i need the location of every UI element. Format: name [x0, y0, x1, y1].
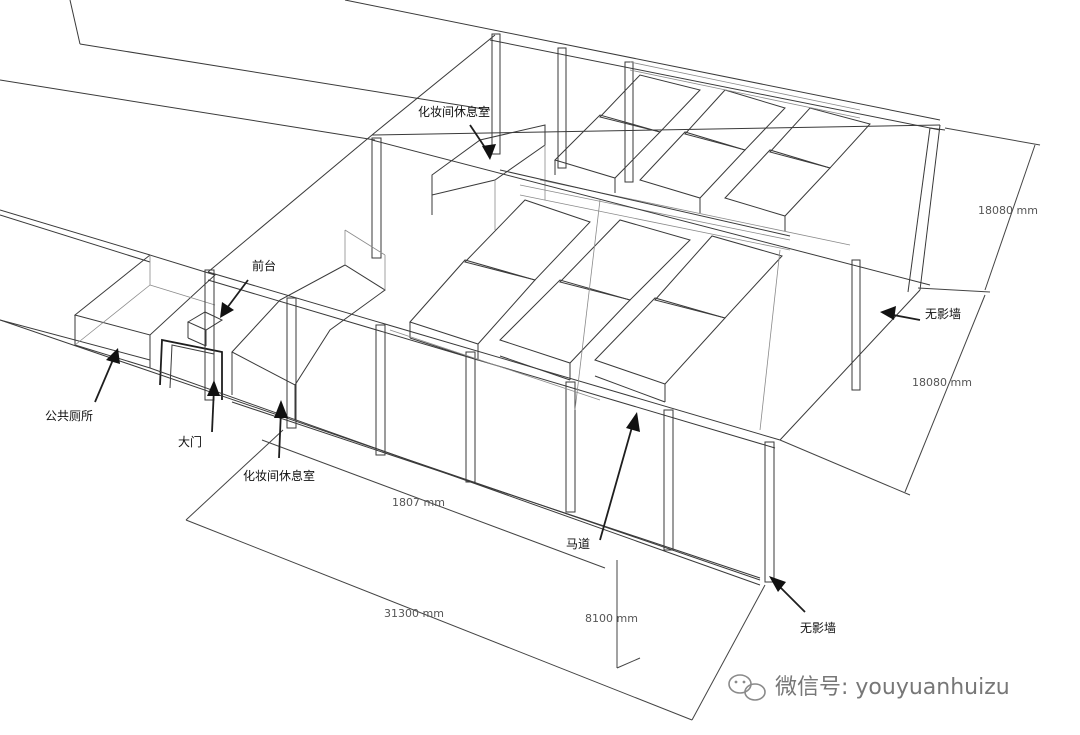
arrow-door — [207, 380, 220, 433]
public-toilet-box — [73, 254, 216, 369]
wall-posts — [204, 33, 861, 583]
label-makeup-room-bottom: 化妆间休息室 — [243, 468, 315, 483]
watermark-text: 微信号: youyuanhuizu — [775, 675, 1010, 700]
catwalk-divider — [371, 139, 931, 431]
makeup-room-bottom-box — [231, 229, 386, 420]
makeup-room-top-box — [431, 124, 546, 230]
dim-front-section: 1807 mm — [392, 496, 445, 509]
lighting-grid-upper — [539, 61, 871, 246]
arrow-cyclorama-bottom — [769, 576, 806, 613]
studio-walls — [207, 34, 946, 441]
reception-desk — [186, 311, 224, 347]
label-main-door: 大门 — [178, 434, 202, 449]
label-catwalk: 马道 — [566, 537, 590, 551]
front-wall — [0, 271, 781, 586]
label-reception: 前台 — [252, 258, 276, 273]
arrow-toilet — [94, 348, 120, 403]
label-public-toilet: 公共厕所 — [45, 409, 93, 423]
arrow-makeup-top — [469, 124, 496, 160]
main-door-frame — [159, 338, 223, 400]
arrows — [94, 124, 921, 613]
arrow-reception — [220, 279, 249, 318]
dim-depth-lower: 18080 mm — [912, 376, 972, 389]
label-cyclorama-bottom: 无影墙 — [800, 621, 836, 635]
wechat-icon — [728, 674, 766, 701]
label-makeup-room-top: 化妆间休息室 — [418, 104, 490, 119]
arrow-catwalk — [599, 412, 640, 541]
dim-height: 8100 mm — [585, 612, 638, 625]
lighting-grid-lower — [389, 184, 791, 403]
label-cyclorama-right: 无影墙 — [925, 307, 961, 321]
dimension-lines — [185, 127, 1041, 721]
dim-total-length: 31300 mm — [384, 607, 444, 620]
arrow-cyclorama-right — [880, 306, 921, 321]
outer-walls — [0, 0, 941, 361]
dim-depth-upper: 18080 mm — [978, 204, 1038, 217]
arrow-makeup-bottom — [274, 400, 288, 459]
